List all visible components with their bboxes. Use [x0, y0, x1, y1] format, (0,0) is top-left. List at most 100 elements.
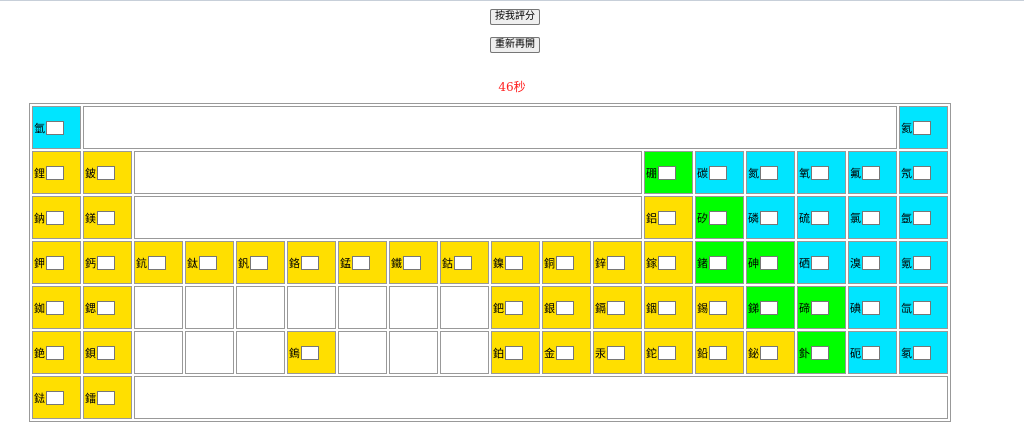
answer-input[interactable]: [760, 345, 778, 360]
answer-input[interactable]: [862, 255, 880, 270]
answer-input[interactable]: [97, 390, 115, 405]
element-symbol: 硫: [799, 211, 810, 225]
answer-input[interactable]: [454, 255, 472, 270]
answer-input[interactable]: [862, 165, 880, 180]
element-cell: 鉑: [491, 331, 540, 374]
answer-input[interactable]: [148, 255, 166, 270]
answer-input[interactable]: [913, 300, 931, 315]
answer-input[interactable]: [709, 165, 727, 180]
answer-input[interactable]: [709, 300, 727, 315]
answer-input[interactable]: [862, 210, 880, 225]
element-cell: 鉈: [644, 331, 693, 374]
answer-input[interactable]: [862, 300, 880, 315]
answer-input[interactable]: [301, 345, 319, 360]
score-button[interactable]: 按我評分: [490, 9, 540, 25]
element-symbol: 碘: [850, 301, 861, 315]
element-symbol: 錳: [340, 256, 351, 270]
element-cell: 砷: [746, 241, 795, 284]
answer-input[interactable]: [658, 255, 676, 270]
answer-input[interactable]: [97, 210, 115, 225]
answer-input[interactable]: [811, 345, 829, 360]
element-cell: 鉀: [32, 241, 81, 284]
table-row: 銣鍶鈀銀鎘銦錫銻碲碘氙: [32, 286, 948, 329]
answer-input[interactable]: [46, 255, 64, 270]
answer-input[interactable]: [913, 120, 931, 135]
answer-input[interactable]: [301, 255, 319, 270]
answer-input[interactable]: [760, 255, 778, 270]
answer-input[interactable]: [46, 120, 64, 135]
answer-input[interactable]: [46, 390, 64, 405]
element-cell: 鍅: [32, 376, 81, 419]
timer-display: 46秒: [498, 80, 526, 94]
element-cell: 鈹: [83, 151, 132, 194]
element-symbol: 氪: [901, 256, 912, 270]
element-symbol: 磷: [748, 211, 759, 225]
answer-input[interactable]: [46, 210, 64, 225]
answer-input[interactable]: [658, 165, 676, 180]
element-symbol: 釩: [238, 256, 249, 270]
answer-input[interactable]: [250, 255, 268, 270]
answer-input[interactable]: [913, 210, 931, 225]
answer-input[interactable]: [760, 165, 778, 180]
element-cell: 錳: [338, 241, 387, 284]
element-symbol: 鉍: [748, 346, 759, 360]
answer-input[interactable]: [199, 255, 217, 270]
answer-input[interactable]: [607, 255, 625, 270]
answer-input[interactable]: [505, 255, 523, 270]
element-symbol: 氙: [901, 301, 912, 315]
answer-input[interactable]: [352, 255, 370, 270]
element-symbol: 氫: [34, 121, 45, 135]
element-cell: 鐵: [389, 241, 438, 284]
element-cell: 鈉: [32, 196, 81, 239]
answer-input[interactable]: [658, 300, 676, 315]
answer-input[interactable]: [46, 300, 64, 315]
element-cell: 鍺: [695, 241, 744, 284]
answer-input[interactable]: [709, 255, 727, 270]
answer-input[interactable]: [97, 255, 115, 270]
answer-input[interactable]: [607, 345, 625, 360]
element-cell: 銦: [644, 286, 693, 329]
answer-input[interactable]: [811, 300, 829, 315]
answer-input[interactable]: [760, 300, 778, 315]
restart-button[interactable]: 重新再開: [490, 37, 540, 53]
element-cell: 金: [542, 331, 591, 374]
element-cell: 磷: [746, 196, 795, 239]
answer-input[interactable]: [709, 210, 727, 225]
element-cell: 鐳: [83, 376, 132, 419]
answer-input[interactable]: [556, 345, 574, 360]
element-cell: 鎘: [593, 286, 642, 329]
element-symbol: 鈦: [187, 256, 198, 270]
element-symbol: 鎂: [85, 211, 96, 225]
answer-input[interactable]: [556, 255, 574, 270]
answer-input[interactable]: [46, 345, 64, 360]
empty-cell: [134, 286, 183, 329]
element-cell: 碳: [695, 151, 744, 194]
answer-input[interactable]: [658, 345, 676, 360]
element-cell: 鉛: [695, 331, 744, 374]
answer-input[interactable]: [811, 165, 829, 180]
answer-input[interactable]: [709, 345, 727, 360]
table-row: 銫鋇鎢鉑金汞鉈鉛鉍釙砈氡: [32, 331, 948, 374]
answer-input[interactable]: [913, 165, 931, 180]
answer-input[interactable]: [913, 255, 931, 270]
answer-input[interactable]: [505, 300, 523, 315]
element-cell: 鈣: [83, 241, 132, 284]
answer-input[interactable]: [811, 210, 829, 225]
answer-input[interactable]: [607, 300, 625, 315]
element-symbol: 硼: [646, 166, 657, 180]
answer-input[interactable]: [46, 165, 64, 180]
answer-input[interactable]: [913, 345, 931, 360]
answer-input[interactable]: [97, 345, 115, 360]
answer-input[interactable]: [556, 300, 574, 315]
answer-input[interactable]: [403, 255, 421, 270]
answer-input[interactable]: [505, 345, 523, 360]
element-cell: 鋁: [644, 196, 693, 239]
element-symbol: 錫: [697, 301, 708, 315]
answer-input[interactable]: [97, 165, 115, 180]
answer-input[interactable]: [760, 210, 778, 225]
answer-input[interactable]: [97, 300, 115, 315]
element-cell: 鎵: [644, 241, 693, 284]
answer-input[interactable]: [811, 255, 829, 270]
answer-input[interactable]: [658, 210, 676, 225]
answer-input[interactable]: [862, 345, 880, 360]
